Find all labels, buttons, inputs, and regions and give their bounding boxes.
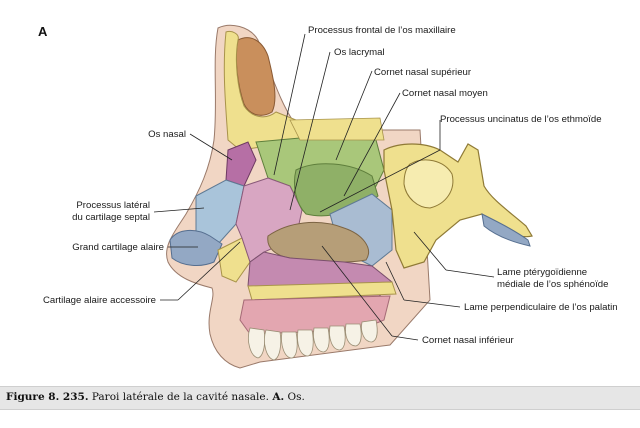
label-grand-cartilage: Grand cartilage alaire: [72, 242, 164, 253]
panel-letter: A: [38, 24, 48, 39]
label-lame-perpendiculaire: Lame perpendiculaire de l’os palatin: [464, 302, 618, 313]
sphenoid-sinus: [403, 159, 454, 209]
figure-caption: Figure 8. 235. Paroi latérale de la cavi…: [6, 391, 305, 403]
label-lame-pterygoidienne-1: Lame ptérygoïdienne: [497, 267, 587, 278]
label-os-nasal: Os nasal: [148, 129, 186, 140]
label-processus-lateral-2: du cartilage septal: [72, 212, 150, 223]
pterygoid-plate: [481, 213, 531, 247]
label-cornet-moyen: Cornet nasal moyen: [402, 88, 488, 99]
accessory-cartilage: [217, 237, 251, 283]
frontal-bone: [223, 31, 301, 151]
label-processus-uncinatus: Processus uncinatus de l’os ethmoïde: [440, 114, 602, 125]
label-processus-lateral-1: Processus latéral: [76, 200, 150, 211]
label-cartilage-accessoire: Cartilage alaire accessoire: [43, 295, 156, 306]
caption-bar: Figure 8. 235. Paroi latérale de la cavi…: [0, 386, 640, 410]
label-cornet-inferieur: Cornet nasal inférieur: [422, 335, 515, 346]
label-os-lacrymal: Os lacrymal: [334, 47, 385, 58]
sphenoid-bone: [383, 143, 533, 269]
label-lame-pterygoidienne-2: médiale de l’os sphénoïde: [497, 279, 608, 290]
lacrimal-strip: [289, 117, 385, 141]
caption-panel: A.: [272, 391, 285, 403]
os-nasal-shape: [225, 141, 257, 187]
teeth: [248, 319, 378, 361]
caption-title: Paroi latérale de la cavité nasale.: [91, 391, 269, 403]
palate-bone: [247, 281, 397, 301]
leader-lines: [153, 33, 495, 341]
label-processus-frontal: Processus frontal de l’os maxillaire: [308, 25, 456, 36]
caption-figure-number: Figure 8. 235.: [6, 391, 89, 403]
label-cornet-superieur: Cornet nasal supérieur: [374, 67, 472, 78]
caption-rest: Os.: [287, 391, 305, 403]
